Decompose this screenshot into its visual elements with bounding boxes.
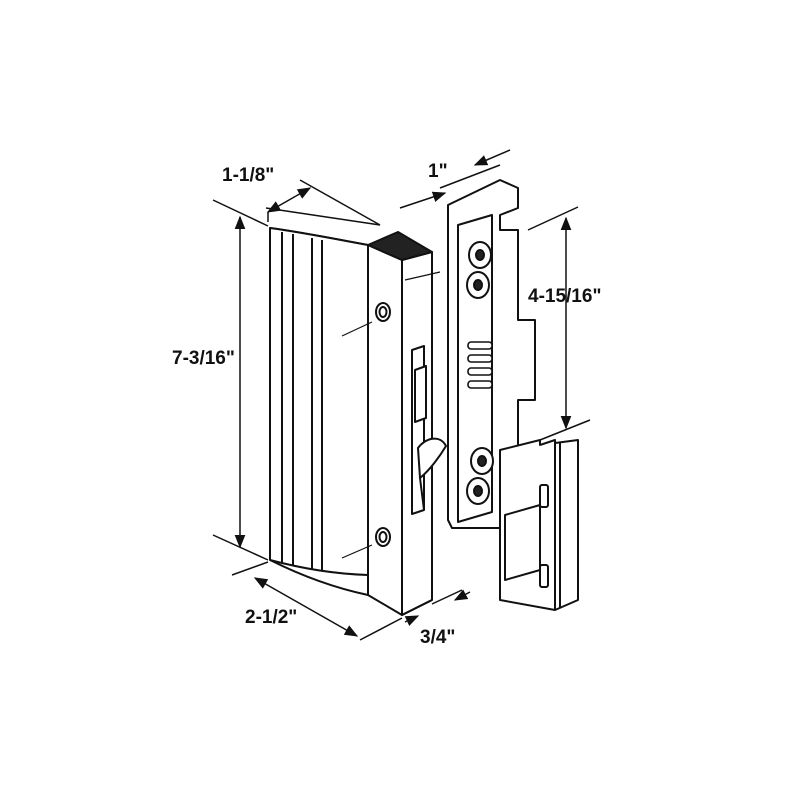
- latch-window: [414, 365, 427, 423]
- handle-top-cap: [367, 231, 433, 261]
- handle-grip-body: [269, 227, 369, 576]
- guide-pins: [467, 341, 493, 389]
- dim-handle-height: 7-3/16": [172, 348, 235, 369]
- door-handle: [269, 227, 447, 616]
- dim-keeper-height: 4-15/16": [528, 286, 601, 307]
- handle-front-face: [367, 244, 403, 616]
- dim-handle-width: 2-1/2": [245, 607, 297, 628]
- dim-handle-thickness: 3/4": [420, 627, 455, 648]
- latch-lever: [417, 437, 447, 479]
- lower-pegs: [466, 447, 494, 505]
- upper-pegs: [466, 241, 492, 299]
- strike-catch: [499, 439, 579, 611]
- dimension-lines: [212, 149, 591, 641]
- keeper-plate: [447, 179, 536, 529]
- dim-keeper-depth: 1": [428, 161, 448, 182]
- dim-handle-depth: 1-1/8": [222, 165, 274, 186]
